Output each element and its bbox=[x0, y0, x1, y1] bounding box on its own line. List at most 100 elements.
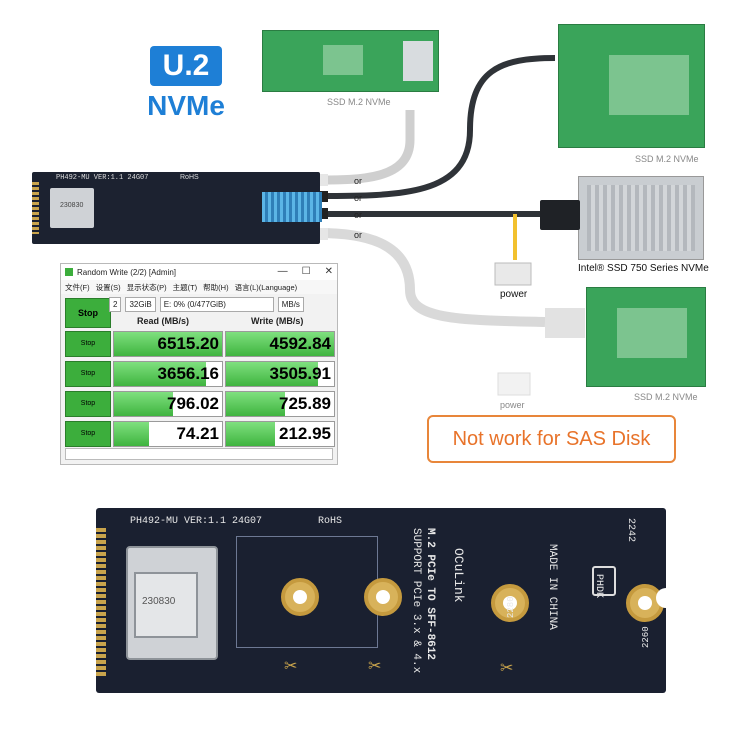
read-bar bbox=[114, 422, 149, 446]
board-line1: M.2 PCIe TO SFF-8612 bbox=[424, 528, 436, 661]
window-controls: — ☐ ✕ bbox=[278, 264, 333, 280]
drive-select[interactable]: E: 0% (0/477GiB) bbox=[159, 297, 274, 312]
menu-language[interactable]: 语言(L)(Language) bbox=[234, 282, 298, 292]
write-cell: 4592.84 bbox=[225, 331, 335, 357]
small-gold-fingers bbox=[32, 182, 39, 234]
or-label-4: or bbox=[354, 230, 363, 240]
bench-row: Stop 6515.20 4592.84 bbox=[65, 330, 335, 357]
cable-dark-top bbox=[317, 55, 556, 199]
badge-nvme: NVMe bbox=[147, 90, 225, 121]
row-stop-button[interactable]: Stop bbox=[65, 331, 111, 357]
size-label-2280: 2280 bbox=[506, 596, 516, 618]
menu-help[interactable]: 帮助(H) bbox=[203, 282, 229, 292]
small-adapter-board: PH492-MU VER:1.1 24G07 RoHS 230830 bbox=[32, 172, 322, 244]
unit-select[interactable]: MB/s bbox=[277, 297, 304, 312]
u2-nvme-badge: U.2 NVMe bbox=[140, 42, 232, 126]
mount-hole-2260 bbox=[491, 584, 529, 622]
m2-slot-3 bbox=[617, 308, 687, 358]
brand-logo bbox=[592, 566, 616, 596]
caption-power-2: power bbox=[500, 400, 525, 410]
read-cell: 6515.20 bbox=[113, 331, 223, 357]
power-plug bbox=[494, 262, 532, 286]
small-model-text: PH492-MU VER:1.1 24G07 bbox=[56, 174, 149, 182]
conn-label: 230830 bbox=[142, 596, 176, 607]
bench-row: Stop 3656.16 3505.91 bbox=[65, 360, 335, 387]
or-label-2: or bbox=[354, 193, 363, 203]
caption-top-ssd: SSD M.2 NVMe bbox=[327, 97, 391, 107]
sas-warning: Not work for SAS Disk bbox=[427, 415, 676, 463]
caption-right-top: SSD M.2 NVMe bbox=[635, 154, 699, 164]
bench-titlebar: Random Write (2/2) [Admin] bbox=[61, 264, 337, 280]
read-bar bbox=[114, 362, 206, 386]
menu-settings[interactable]: 设置(S) bbox=[95, 282, 121, 292]
write-value: 4592.84 bbox=[269, 334, 331, 353]
board-made: MADE IN CHINA bbox=[546, 544, 558, 630]
read-bar bbox=[114, 332, 222, 356]
minimize-icon[interactable]: — bbox=[277, 266, 288, 277]
count-select[interactable]: 2 bbox=[109, 297, 122, 312]
cable-grey-bottom bbox=[317, 228, 546, 327]
maximize-icon[interactable]: ☐ bbox=[301, 266, 311, 277]
sff-connector-light bbox=[545, 308, 585, 338]
sff8612-port: 230830 bbox=[126, 546, 218, 660]
read-cell: 74.21 bbox=[113, 421, 223, 447]
bench-title: Random Write (2/2) [Admin] bbox=[77, 267, 176, 277]
main-stop-button[interactable]: Stop bbox=[65, 298, 111, 328]
row-stop-button[interactable]: Stop bbox=[65, 391, 111, 417]
menu-file[interactable]: 文件(F) bbox=[65, 282, 90, 292]
write-cell: 725.89 bbox=[225, 391, 335, 417]
size-select[interactable]: 32GiB bbox=[125, 297, 156, 312]
write-bar bbox=[226, 422, 275, 446]
cable-top-grey bbox=[317, 110, 415, 185]
top-adapter-board bbox=[262, 30, 439, 92]
write-bar bbox=[226, 362, 318, 386]
write-value: 725.89 bbox=[279, 394, 331, 413]
mount-hole-2230 bbox=[281, 578, 319, 616]
bench-row: Stop 796.02 725.89 bbox=[65, 390, 335, 417]
read-cell: 796.02 bbox=[113, 391, 223, 417]
caption-intel: Intel® SSD 750 Series NVMe bbox=[578, 263, 709, 274]
size-label-2260: 2260 bbox=[641, 626, 651, 648]
sff-connector bbox=[540, 200, 580, 230]
row-stop-button[interactable]: Stop bbox=[65, 361, 111, 387]
or-label-3: or bbox=[354, 210, 363, 220]
board-line2: SUPPORT PCIe 3.x & 4.x bbox=[410, 528, 422, 674]
row-stop-button[interactable]: Stop bbox=[65, 421, 111, 447]
right-top-board bbox=[558, 24, 705, 148]
right-bottom-board bbox=[586, 287, 706, 387]
board-notch bbox=[656, 588, 666, 608]
heatsink bbox=[587, 185, 695, 251]
read-value: 74.21 bbox=[176, 424, 219, 443]
m2-slot-2 bbox=[609, 55, 689, 115]
bench-row: Stop 74.21 212.95 bbox=[65, 420, 335, 447]
menu-theme[interactable]: 主题(T) bbox=[172, 282, 198, 292]
m2-oculink-board: PH492-MU VER:1.1 24G07 RoHS 230830 M.2 P… bbox=[96, 508, 666, 693]
m2-slot bbox=[323, 45, 363, 75]
board-rohs: RoHS bbox=[318, 516, 343, 527]
bench-options: 2 32GiB E: 0% (0/477GiB) MB/s bbox=[109, 297, 304, 312]
sff-port bbox=[403, 41, 433, 81]
write-value: 3505.91 bbox=[269, 364, 331, 383]
size-label-2242: 2242 bbox=[625, 518, 636, 543]
write-value: 212.95 bbox=[279, 424, 331, 443]
small-conn-label: 230830 bbox=[60, 202, 84, 209]
port-shell bbox=[134, 572, 198, 638]
caption-right-bottom: SSD M.2 NVMe bbox=[634, 392, 698, 402]
small-rohs: RoHS bbox=[180, 174, 199, 181]
menu-view[interactable]: 显示状态(P) bbox=[126, 282, 167, 292]
write-header: Write (MB/s) bbox=[251, 316, 304, 326]
read-value: 796.02 bbox=[167, 394, 219, 413]
scissor-icon: ✂ bbox=[368, 658, 382, 675]
write-cell: 3505.91 bbox=[225, 361, 335, 387]
close-icon[interactable]: ✕ bbox=[324, 266, 333, 277]
small-sff-port: 230830 bbox=[50, 188, 94, 228]
mount-hole-2242 bbox=[364, 578, 402, 616]
app-icon bbox=[65, 268, 73, 276]
read-value: 6515.20 bbox=[157, 334, 219, 353]
gold-fingers bbox=[96, 528, 106, 678]
small-cable-glow bbox=[262, 192, 322, 222]
write-bar bbox=[226, 332, 334, 356]
status-bar bbox=[65, 448, 333, 460]
write-bar bbox=[226, 392, 286, 416]
